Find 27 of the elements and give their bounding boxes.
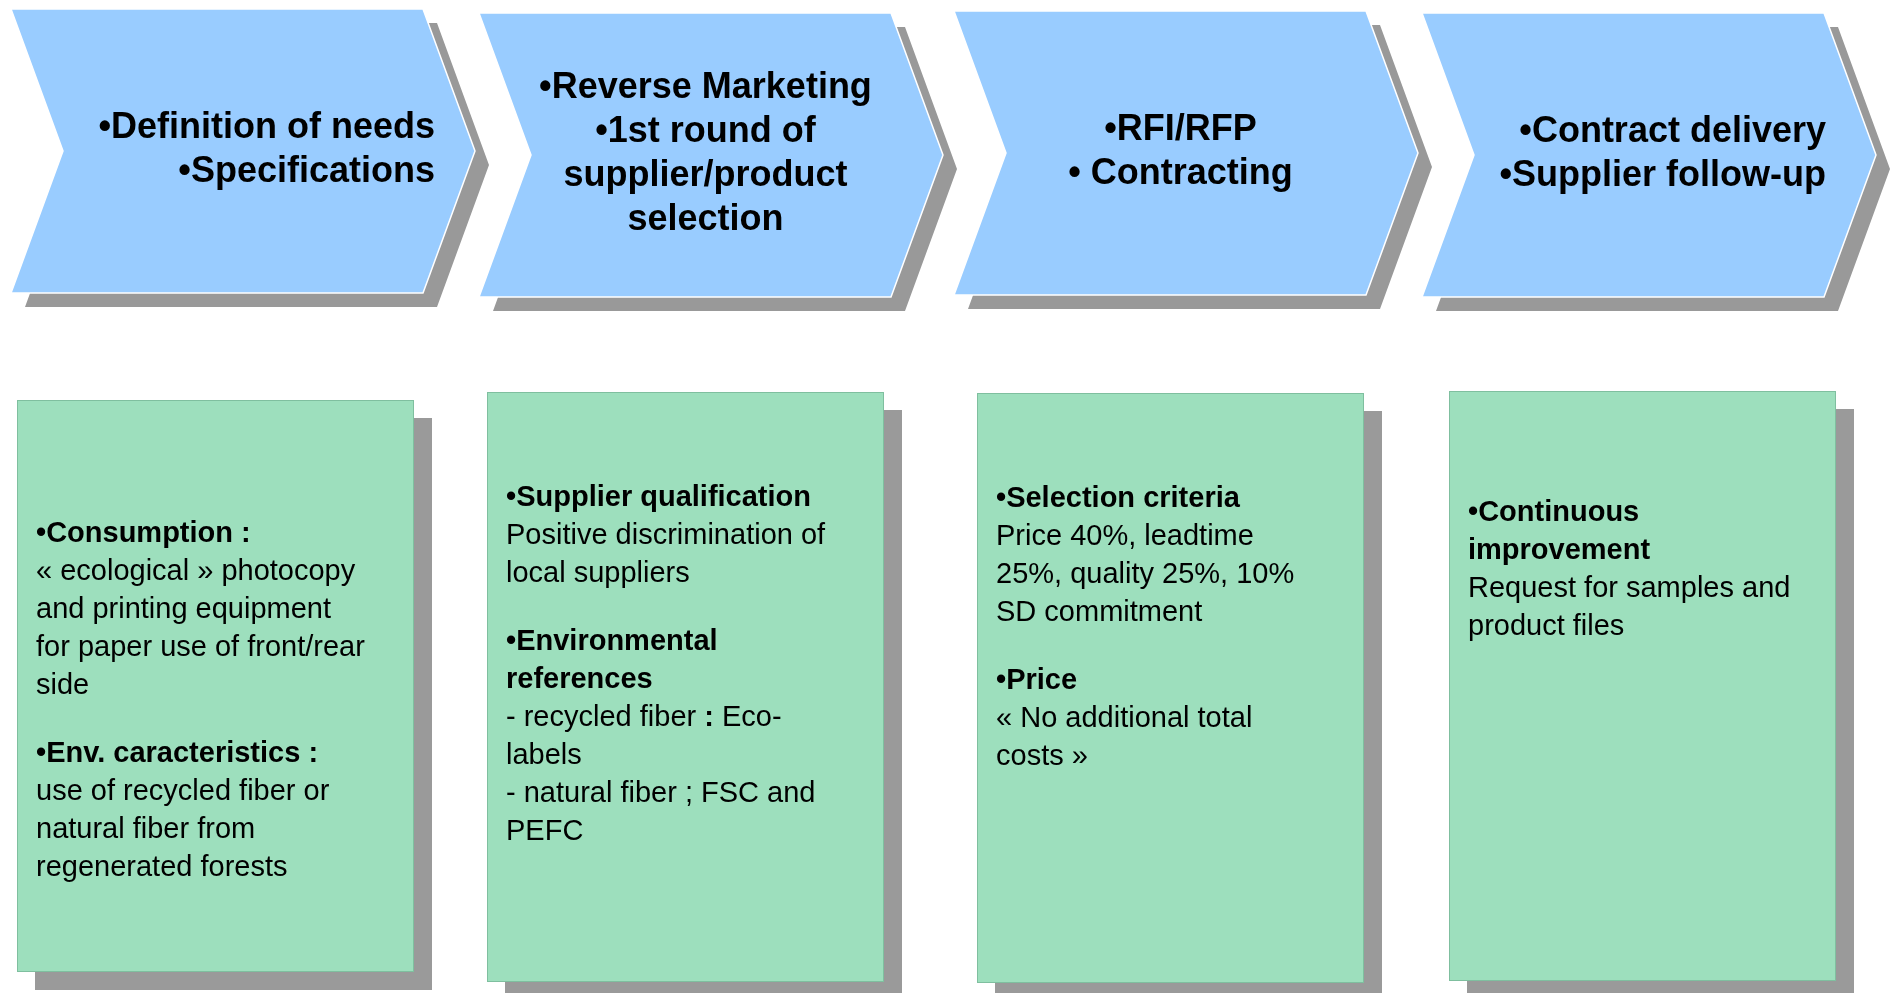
card-text: Price 40%, leadtime 25%, quality 25%, 10% SD commitment — [996, 518, 1296, 629]
step-title: •Specifications — [177, 148, 435, 192]
card-heading: •Env. caracteristics : — [36, 735, 320, 770]
step-title: •Definition of needs — [97, 104, 435, 148]
step-title: •Supplier follow-up — [1498, 152, 1826, 196]
process-step-banner — [478, 12, 958, 312]
card-heading: •Price — [996, 662, 1079, 697]
card-text: Request for samples and product files — [1468, 570, 1791, 643]
card-heading: •Selection criteria — [996, 480, 1241, 515]
card-text: use of recycled fiber or natural fiber from regenerated forests — [36, 773, 331, 884]
card-text: « No additional total costs » — [996, 700, 1254, 773]
card-heading: •Supplier qualification — [506, 479, 812, 514]
process-step-banner — [953, 10, 1433, 310]
card-heading: •Consumption : — [36, 515, 252, 550]
step-title: •Reverse Marketing — [538, 64, 873, 108]
card-text: Positive discrimination of local suppliers — [506, 517, 827, 590]
step-title: •Contract delivery — [1518, 108, 1826, 152]
step-title: •RFI/RFP — [1103, 106, 1258, 150]
card-text: - recycled fiber : Eco-labels — [506, 699, 783, 772]
card-heading: •Continuous improvement — [1468, 494, 1652, 567]
step-title: •1st round of supplier/product selection — [562, 108, 849, 240]
card-text: - natural fiber ; FSC and PEFC — [506, 775, 817, 848]
card-text: « ecological » photocopy and printing equipment for paper use of front/rear side — [36, 553, 366, 702]
process-step-banner — [10, 8, 490, 308]
card-heading: •Environmental references — [506, 623, 719, 696]
process-step-banner — [1421, 12, 1891, 312]
step-title: • Contracting — [1067, 150, 1294, 194]
